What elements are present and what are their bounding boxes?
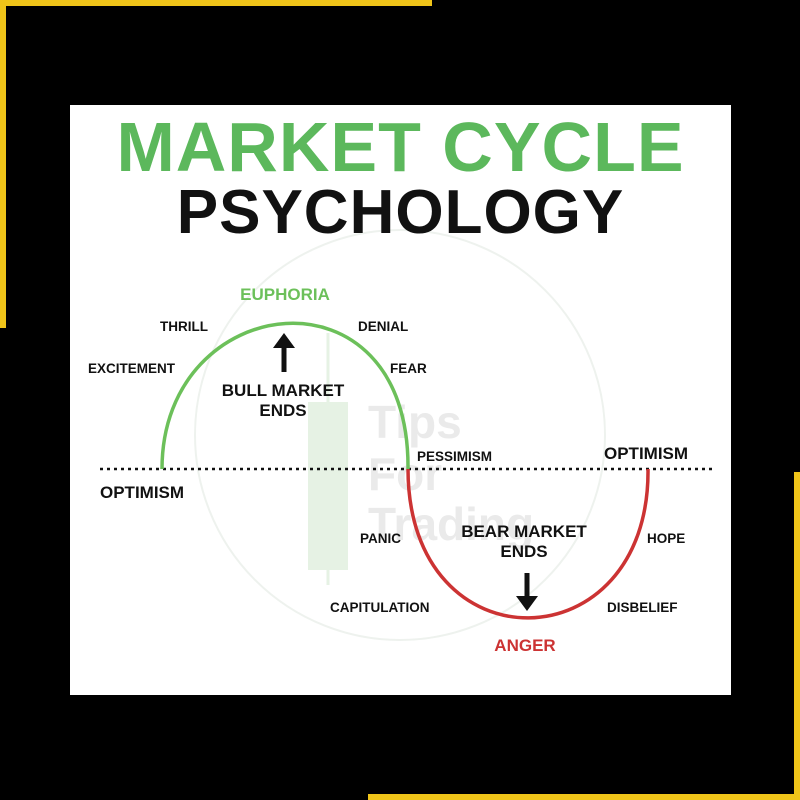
- label-bear-market-ends-1: BEAR MARKET: [461, 522, 587, 541]
- label-pessimism: PESSIMISM: [417, 449, 492, 464]
- label-bull-market-ends-1: BULL MARKET: [222, 381, 345, 400]
- label-fear: FEAR: [390, 361, 427, 376]
- bull-curve: [160, 321, 410, 470]
- title-line-1: MARKET CYCLE: [116, 108, 685, 186]
- label-thrill: THRILL: [160, 319, 208, 334]
- accent-frame-left: [0, 0, 6, 328]
- label-bear-market-ends-2: ENDS: [500, 542, 547, 561]
- accent-frame-bottom: [368, 794, 800, 800]
- label-anger: ANGER: [494, 636, 555, 655]
- label-hope: HOPE: [647, 531, 685, 546]
- label-optimism-left: OPTIMISM: [100, 483, 184, 502]
- infographic-card: Tips For Trading EUPHORIA THRILL DENIAL …: [70, 105, 731, 695]
- label-optimism-right: OPTIMISM: [604, 444, 688, 463]
- up-arrow-icon: [273, 333, 295, 372]
- accent-frame-right: [794, 472, 800, 800]
- label-denial: DENIAL: [358, 319, 408, 334]
- watermark: Tips For Trading: [194, 229, 606, 641]
- label-panic: PANIC: [360, 531, 401, 546]
- label-excitement: EXCITEMENT: [88, 361, 176, 376]
- title-line-2: PSYCHOLOGY: [176, 178, 625, 247]
- down-arrow-icon: [516, 573, 538, 611]
- label-capitulation: CAPITULATION: [330, 600, 430, 615]
- bear-curve: [406, 468, 650, 620]
- label-euphoria: EUPHORIA: [240, 285, 330, 304]
- label-disbelief: DISBELIEF: [607, 600, 678, 615]
- watermark-line-1: Tips: [368, 396, 462, 448]
- accent-frame-top: [0, 0, 432, 6]
- market-cycle-diagram: Tips For Trading EUPHORIA THRILL DENIAL …: [88, 229, 715, 655]
- label-bull-market-ends-2: ENDS: [259, 401, 306, 420]
- watermark-line-2: For: [368, 448, 442, 500]
- watermark-line-3: Trading: [368, 498, 534, 550]
